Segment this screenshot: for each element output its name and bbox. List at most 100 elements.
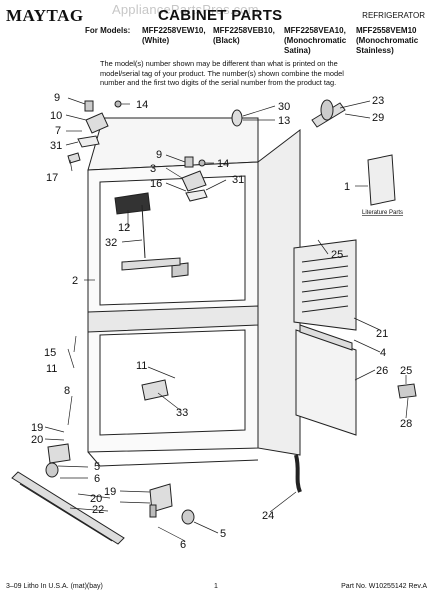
thermistor-wire [141, 204, 146, 259]
hinge-pin-right [184, 156, 194, 168]
callout-number: 20 [31, 434, 43, 446]
model-number: MFF2258VEB10, [213, 26, 275, 35]
shelf-support [121, 257, 181, 271]
cam-roller [320, 99, 334, 121]
callout-number: 33 [176, 407, 188, 419]
part-number: Part No. W10255142 Rev.A [341, 583, 427, 590]
callout-number: 15 [44, 347, 56, 359]
callout-number: 16 [150, 178, 162, 190]
hinge-bolt [149, 504, 157, 518]
literature-booklet [367, 154, 396, 206]
drain-tube [294, 454, 302, 493]
callout-number: 30 [278, 101, 290, 113]
callout-number: 11 [136, 360, 147, 372]
callout-number: 24 [262, 510, 274, 522]
vent-grille [171, 262, 189, 278]
callout-number: 28 [400, 418, 412, 430]
model-variant: (White) [142, 36, 170, 45]
callout-number: 10 [50, 110, 62, 122]
top-hinge-right [181, 170, 207, 192]
base-edge [99, 459, 259, 467]
callout-number: 29 [372, 112, 384, 124]
callout-number: 5 [220, 528, 226, 540]
base-edge [87, 451, 101, 467]
cabinet-top [87, 117, 259, 171]
literature-parts-label: Literature Parts [362, 210, 403, 216]
callout-number: 19 [31, 422, 43, 434]
callout-labels: 9 14 10 7 31 17 30 13 23 29 9 14 3 16 31… [31, 92, 412, 551]
freezer-liner [99, 329, 246, 436]
hinge-pin-left [84, 100, 94, 112]
callout-number: 25 [400, 365, 412, 377]
page-header: AppliancePartsPros.com MAYTAG CABINET PA… [0, 0, 435, 70]
note-line: The model(s) number shown may be differe… [100, 59, 338, 68]
callout-number: 25 [331, 249, 343, 261]
models-label: For Models: [85, 26, 131, 35]
lower-hinge-right [397, 383, 417, 399]
panel-vent [301, 305, 349, 313]
callout-number: 1 [344, 181, 350, 193]
page-number: 1 [214, 583, 218, 590]
cabinet-side [257, 128, 301, 456]
callout-number: 3 [150, 163, 156, 175]
callout-number: 13 [278, 115, 290, 127]
model-note: The model(s) number shown may be differe… [100, 59, 400, 88]
hinge-spacer [185, 189, 208, 202]
document-type: REFRIGERATOR [362, 11, 425, 20]
callout-number: 17 [46, 172, 58, 184]
callout-number: 20 [90, 493, 102, 505]
note-line: number and the first two digits of the s… [100, 78, 337, 87]
model-variant: (Monochromatic Satina) [284, 36, 347, 55]
callout-number: 6 [94, 473, 100, 485]
callout-number: 5 [94, 461, 100, 473]
hinge-shim [77, 135, 100, 148]
callout-number: 31 [232, 174, 244, 186]
grille-slot [19, 483, 113, 542]
callout-number: 9 [156, 149, 162, 161]
watermark: AppliancePartsPros.com [112, 2, 259, 17]
panel-vent [301, 265, 349, 273]
panel-vent [301, 295, 349, 303]
roller-right [181, 509, 195, 525]
leader-lines [44, 97, 409, 542]
callout-number: 21 [376, 328, 388, 340]
page-title: CABINET PARTS [158, 7, 283, 24]
back-panel [293, 239, 357, 331]
printing-info: 3–09 Litho In U.S.A. (mat)(bay) [6, 583, 103, 590]
control-housing [114, 192, 151, 215]
callout-number: 32 [105, 237, 117, 249]
model-number: MFF2558VEM10 [356, 26, 417, 35]
note-line: model/serial tag of your product. The nu… [100, 68, 344, 78]
callout-number: 22 [92, 504, 104, 516]
model-variant: (Monochromatic Stainless) [356, 36, 419, 55]
mullion [87, 305, 259, 333]
callout-number: 2 [72, 275, 78, 287]
callout-number: 19 [104, 486, 116, 498]
callout-number: 14 [136, 99, 148, 111]
hinge-screw-right [198, 159, 206, 167]
callout-number: 11 [46, 363, 57, 375]
callout-number: 23 [372, 95, 384, 107]
cover-trim [299, 324, 353, 351]
callout-number: 9 [54, 92, 60, 104]
model-variant: (Black) [213, 36, 240, 45]
callout-number: 8 [64, 385, 70, 397]
model-number: MFF2258VEA10, [284, 26, 346, 35]
callout-number: 31 [50, 140, 62, 152]
callout-number: 4 [380, 347, 386, 359]
toe-grille [11, 471, 125, 545]
lower-hinge-left [47, 443, 71, 464]
evaporator-cover [141, 379, 169, 401]
callout-number: 12 [118, 222, 130, 234]
door-stop [231, 109, 243, 127]
model-number: MFF2258VEW10, [142, 26, 206, 35]
callout-number: 6 [180, 539, 186, 551]
hinge-screw-left [114, 100, 122, 108]
fresh-food-liner [99, 175, 246, 306]
callout-number: 14 [217, 158, 229, 170]
hinge-cap [67, 152, 81, 164]
brand-logo: MAYTAG [6, 6, 84, 25]
roller-left [45, 462, 59, 478]
top-hinge-left [85, 112, 109, 134]
